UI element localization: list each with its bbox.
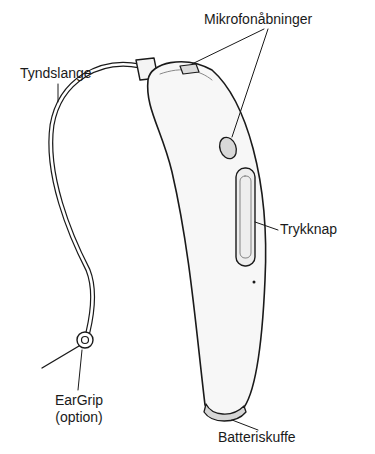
hearing-aid-body [148, 62, 266, 418]
push-button [236, 168, 255, 266]
eargrip-tail [42, 346, 79, 368]
part-label: Batteriskuffe [218, 429, 296, 446]
part-label: EarGrip (option) [46, 392, 112, 426]
leader-line [192, 29, 264, 64]
part-label: Mikrofonåbninger [204, 11, 312, 28]
microphone-opening [217, 135, 240, 161]
thin-tube [51, 64, 140, 332]
leader-line [58, 84, 59, 102]
battery-drawer [204, 404, 246, 421]
leader-line [232, 420, 258, 430]
part-label: Trykknap [280, 221, 337, 238]
leader-line [78, 350, 82, 390]
microphone-opening [180, 64, 199, 74]
leader-line [232, 29, 268, 137]
part-label: Tyndslange [20, 65, 92, 82]
leader-line [255, 222, 278, 230]
